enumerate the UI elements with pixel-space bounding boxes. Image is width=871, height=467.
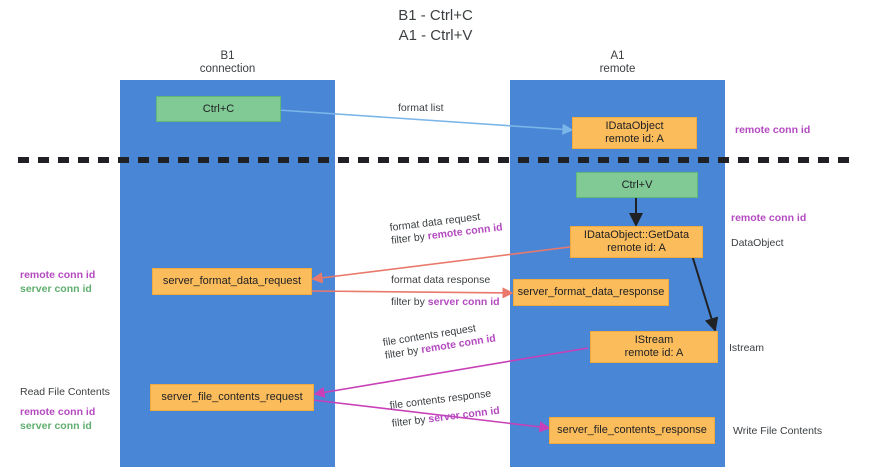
- filter-prefix: filter by: [391, 296, 428, 308]
- annotation-dataobject: DataObject: [731, 236, 784, 250]
- filter-key-server-conn-id: server conn id: [427, 404, 501, 426]
- annotation-right-mid-remote: remote conn id: [731, 211, 806, 225]
- title-line-2: A1 - Ctrl+V: [398, 27, 473, 44]
- annotation-left-low-server: server conn id: [20, 420, 92, 432]
- annotation-istream-text: Istream: [729, 342, 765, 354]
- node-istream[interactable]: IStream remote id: A: [590, 331, 718, 363]
- node-idataobject-line1: IDataObject: [605, 120, 664, 132]
- column-header-b1-name: B1: [220, 50, 235, 62]
- node-server-file-contents-response[interactable]: server_file_contents_response: [549, 417, 715, 444]
- edge-label-format-data-response-main: format data response: [391, 274, 491, 286]
- annotation-write-file-contents-text: Write File Contents: [733, 425, 823, 437]
- column-header-a1-sub: remote: [599, 63, 636, 75]
- node-server-format-data-response-label: server_format_data_response: [517, 286, 665, 298]
- node-getdata[interactable]: IDataObject::GetData remote id: A: [570, 226, 703, 258]
- node-server-file-contents-response-label: server_file_contents_response: [557, 424, 707, 436]
- annotation-read-file-contents: Read File Contents remote conn id server…: [20, 385, 110, 433]
- edge-label-format-data-response-filter: filter by server conn id: [391, 296, 500, 309]
- annotation-istream: Istream: [729, 341, 764, 355]
- edge-label-format-list-text: format list: [398, 102, 444, 114]
- node-getdata-line1: IDataObject::GetData: [583, 229, 690, 241]
- diagram-title: B1 - Ctrl+C A1 - Ctrl+V: [0, 6, 871, 46]
- annotation-left-mid: remote conn id server conn id: [20, 268, 95, 296]
- node-getdata-line2: remote id: A: [607, 242, 666, 254]
- node-idataobject-line2: remote id: A: [605, 133, 664, 145]
- node-ctrl-c-label: Ctrl+C: [202, 102, 235, 115]
- node-server-format-data-response[interactable]: server_format_data_response: [513, 279, 669, 306]
- edge-label-format-list: format list: [398, 102, 444, 115]
- edge-label-format-data-request: format data request filter by remote con…: [389, 208, 503, 247]
- node-istream-line1: IStream: [634, 334, 674, 346]
- column-header-b1-sub: connection: [199, 63, 256, 75]
- annotation-right-mid-remote-text: remote conn id: [731, 212, 807, 224]
- edge-label-file-contents-response: file contents response filter by server …: [389, 387, 501, 431]
- node-server-format-data-request[interactable]: server_format_data_request: [152, 268, 312, 295]
- node-server-file-contents-request[interactable]: server_file_contents_request: [150, 384, 314, 411]
- column-header-a1-name: A1: [610, 50, 625, 62]
- filter-key-server-conn-id: server conn id: [427, 296, 500, 308]
- filter-prefix: filter by: [391, 413, 430, 430]
- node-ctrl-c[interactable]: Ctrl+C: [156, 96, 281, 122]
- node-istream-line2: remote id: A: [624, 347, 684, 359]
- annotation-right-top-remote: remote conn id: [735, 123, 810, 137]
- edge-label-format-data-response: format data response filter by server co…: [391, 274, 500, 309]
- column-header-a1: A1 remote: [510, 50, 725, 76]
- annotation-right-top-remote-text: remote conn id: [735, 124, 811, 136]
- node-server-format-data-request-label: server_format_data_request: [162, 275, 302, 287]
- node-server-file-contents-request-label: server_file_contents_request: [161, 391, 303, 403]
- annotation-write-file-contents: Write File Contents: [733, 424, 822, 438]
- annotation-left-mid-server: server conn id: [20, 283, 92, 295]
- node-ctrl-v[interactable]: Ctrl+V: [576, 172, 698, 198]
- annotation-dataobject-text: DataObject: [731, 237, 784, 249]
- title-line-1: B1 - Ctrl+C: [398, 7, 473, 24]
- annotation-read-file-contents-text: Read File Contents: [20, 386, 110, 398]
- annotation-left-low-remote: remote conn id: [20, 406, 96, 418]
- annotation-left-mid-remote: remote conn id: [20, 269, 96, 281]
- node-idataobject-remote[interactable]: IDataObject remote id: A: [572, 117, 697, 149]
- column-header-b1: B1 connection: [120, 50, 335, 76]
- edge-label-file-contents-request: file contents request filter by remote c…: [382, 319, 497, 362]
- node-ctrl-v-label: Ctrl+V: [621, 178, 653, 191]
